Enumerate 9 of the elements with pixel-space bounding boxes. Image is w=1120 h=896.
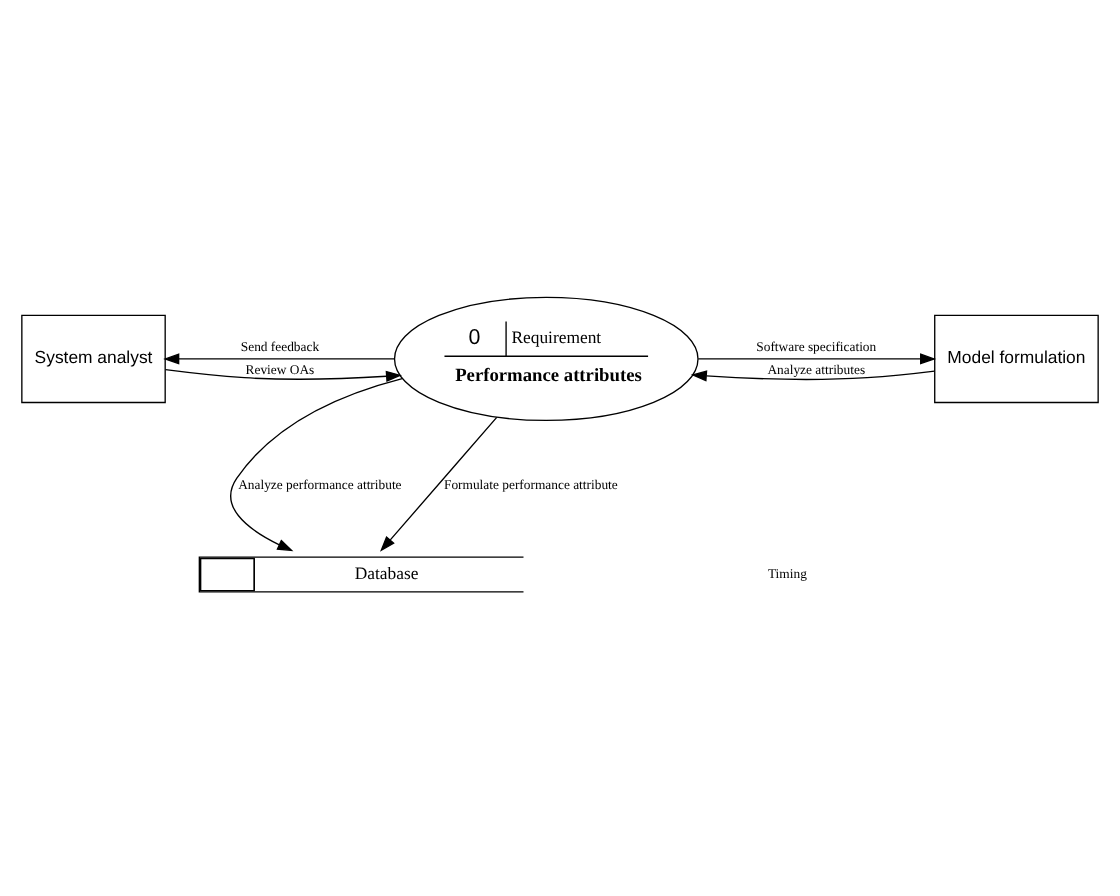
- arrow: [690, 370, 936, 382]
- arrow: [163, 353, 395, 365]
- node-box: System analyst: [21, 314, 166, 404]
- node-ellipse: 0 Requirement Performance attributes: [393, 296, 699, 422]
- arrow: [230, 377, 403, 552]
- node-box: Model formulation: [934, 314, 1099, 404]
- arrow: [697, 353, 937, 365]
- arrow: [380, 416, 498, 552]
- arrow: [164, 369, 403, 382]
